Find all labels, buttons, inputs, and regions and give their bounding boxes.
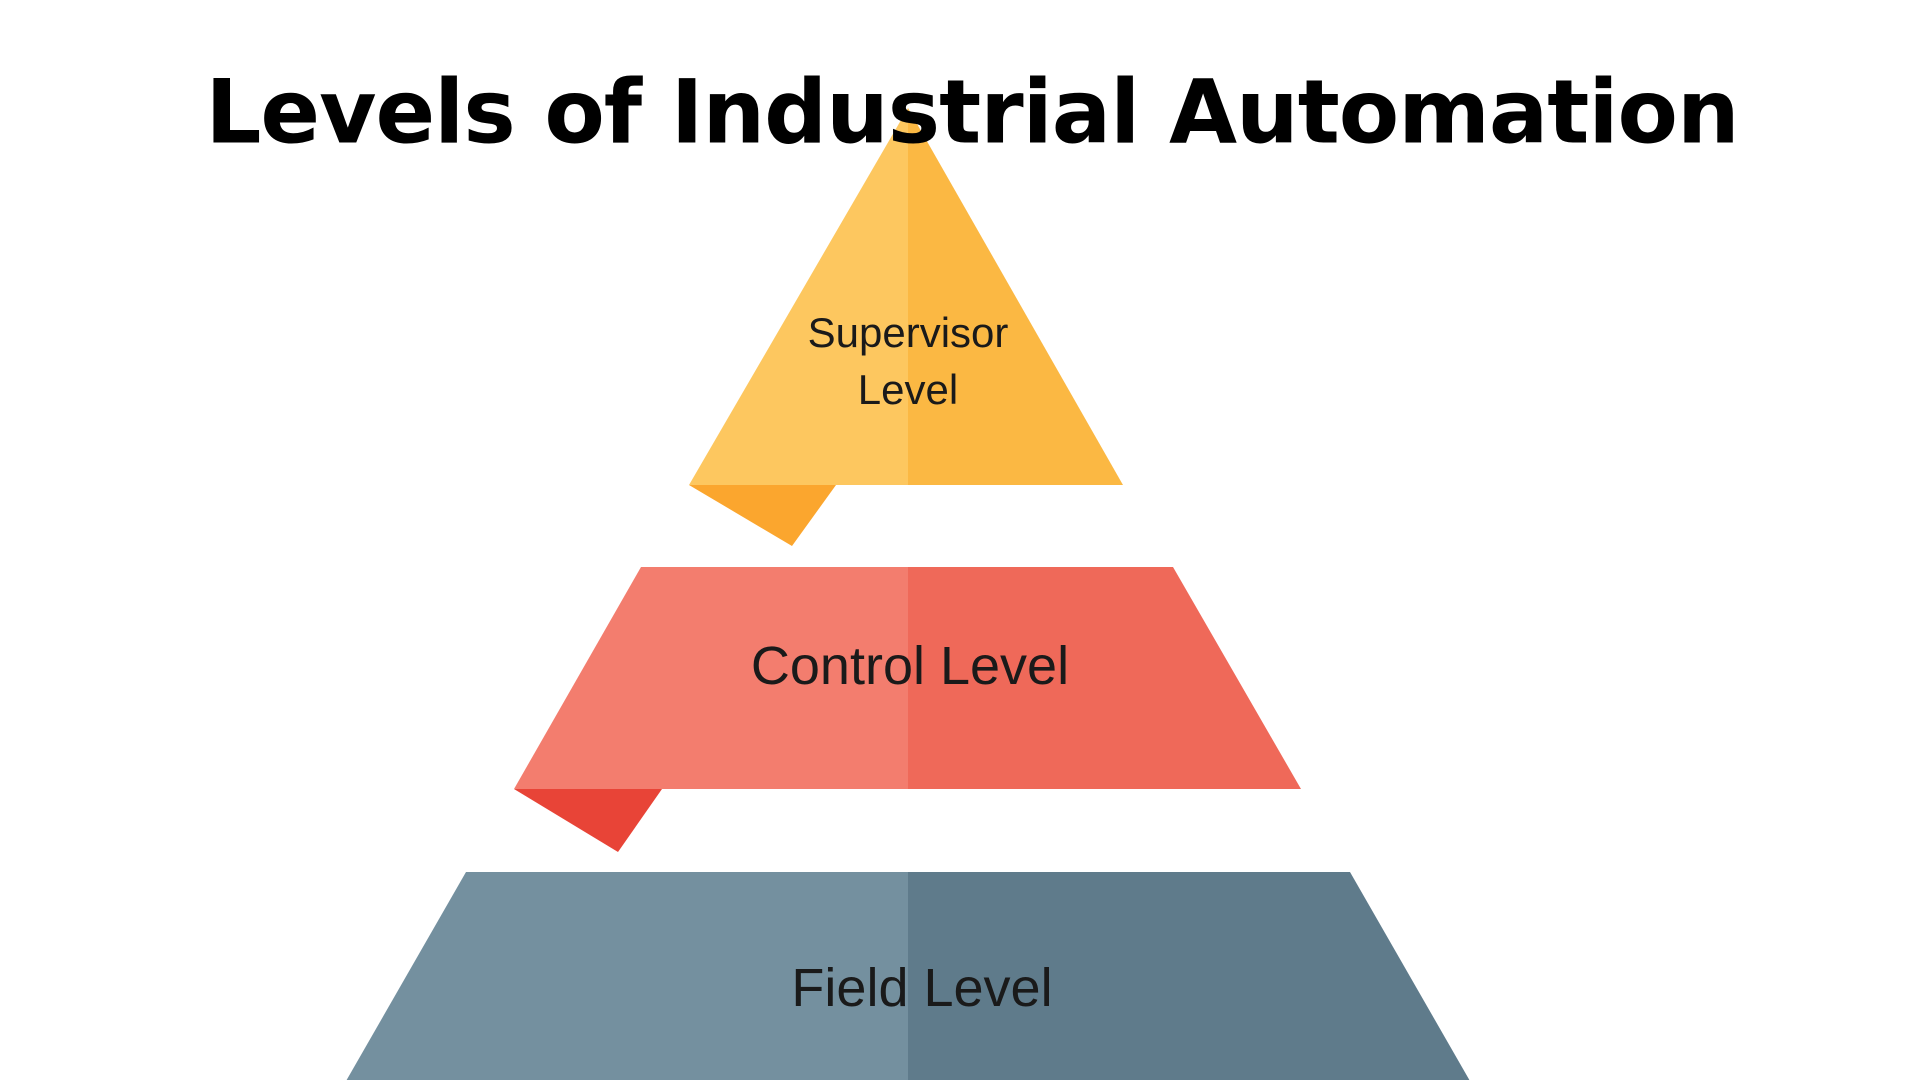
field-level-label: Field Level <box>791 958 1053 1018</box>
supervisor-triangle-right-face <box>908 108 1123 485</box>
supervisor-triangle-left-face <box>689 108 908 485</box>
field-trapezoid-left-face <box>346 872 908 1080</box>
field-trapezoid-right-face <box>908 872 1470 1080</box>
control-trapezoid-left-face <box>514 567 908 789</box>
supervisor-ribbon-fold <box>689 485 836 546</box>
control-ribbon-fold <box>514 789 662 852</box>
supervisor-level-label-line-2: Level <box>857 366 959 413</box>
supervisor-level-label: Supervisor Level <box>808 304 1009 418</box>
supervisor-level-label-line-1: Supervisor <box>807 309 1009 356</box>
page-title: Levels of Industrial Automation <box>205 60 1739 164</box>
control-trapezoid-right-face <box>908 567 1301 789</box>
control-level-label: Control Level <box>750 636 1070 696</box>
